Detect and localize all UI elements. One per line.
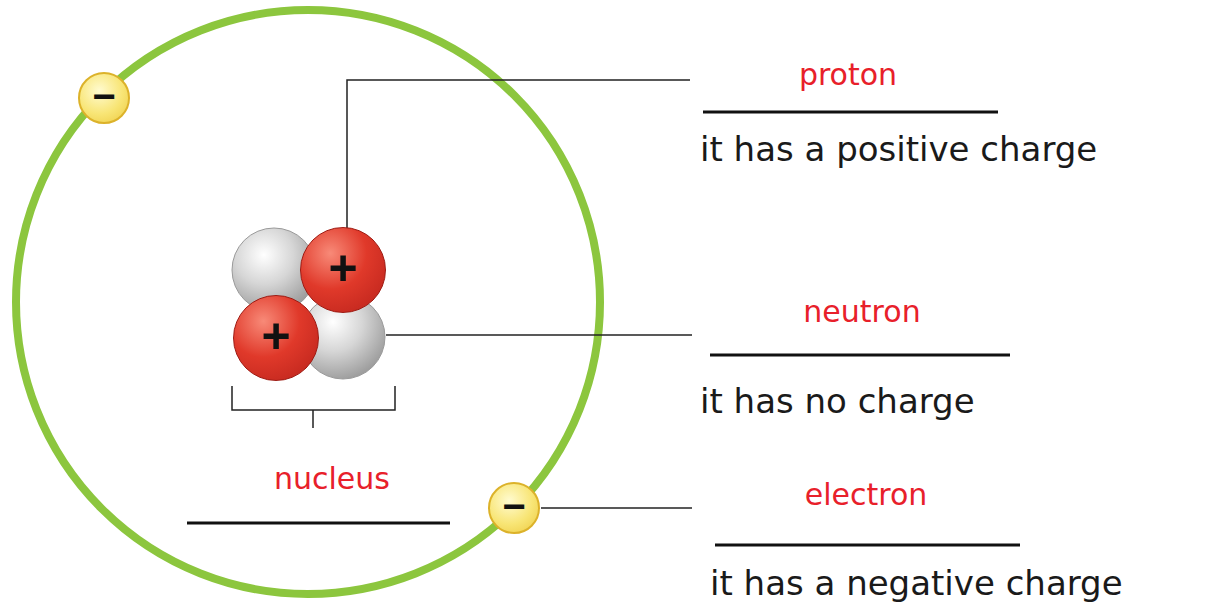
electron-orbit bbox=[16, 10, 600, 594]
part-name: neutron bbox=[803, 294, 920, 330]
proton-particle: + bbox=[233, 295, 319, 381]
description-text: it has a positive charge bbox=[700, 129, 1097, 170]
electron-particle: − bbox=[78, 72, 130, 124]
part-name: nucleus bbox=[274, 461, 390, 497]
description-text: it has a negative charge bbox=[710, 563, 1123, 604]
nucleus-bracket bbox=[232, 386, 395, 410]
answer-line bbox=[715, 544, 1020, 547]
proton-particle: + bbox=[300, 227, 386, 313]
leader-line bbox=[541, 507, 692, 509]
leader-line bbox=[347, 80, 690, 230]
answer-line bbox=[703, 111, 998, 114]
charge-sign: − bbox=[502, 486, 525, 526]
description-text: it has no charge bbox=[700, 381, 975, 422]
charge-sign: + bbox=[261, 311, 290, 361]
charge-sign: + bbox=[328, 243, 357, 293]
part-name: proton bbox=[799, 57, 897, 93]
electron-particle: − bbox=[488, 482, 540, 534]
part-name: electron bbox=[805, 477, 928, 513]
leader-line bbox=[386, 334, 692, 336]
answer-line bbox=[710, 354, 1010, 357]
charge-sign: − bbox=[92, 76, 115, 116]
nucleus-bracket bbox=[312, 410, 314, 428]
answer-line bbox=[187, 522, 450, 525]
